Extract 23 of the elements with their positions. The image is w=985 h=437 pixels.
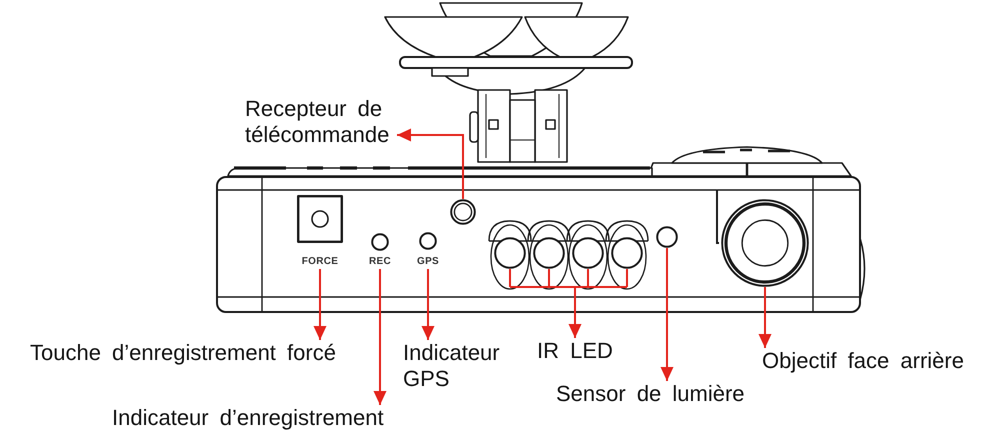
- callout-label: Indicateur GPS: [403, 340, 508, 392]
- callout-label: Objectif face arrière: [762, 348, 964, 374]
- light-sensor: [656, 226, 678, 248]
- leader-arrow: [422, 269, 434, 340]
- callout-label: IR LED: [537, 338, 613, 364]
- camera-lens: [721, 199, 809, 287]
- infrared-led: [533, 237, 565, 269]
- callout-label: Indicateur d’enregistrement: [112, 405, 384, 431]
- infrared-led: [572, 237, 604, 269]
- callout-label: Touche d’enregistrement forcé: [30, 340, 336, 366]
- infrared-led: [611, 237, 643, 269]
- leader-arrow: [314, 269, 326, 340]
- infrared-led: [494, 237, 526, 269]
- button-marking: FORCE: [302, 256, 338, 268]
- leader-arrow: [758, 287, 772, 348]
- callout-label: Sensor de lumière: [556, 381, 745, 407]
- led-marking: GPS: [416, 256, 440, 268]
- led-marking: REC: [369, 256, 391, 268]
- leader-arrow: [660, 248, 674, 381]
- leader-arrow: [397, 128, 464, 199]
- leader-arrow: [509, 268, 628, 339]
- callout-label: Recepteur de télécommande: [245, 96, 397, 148]
- leader-arrow: [374, 269, 386, 405]
